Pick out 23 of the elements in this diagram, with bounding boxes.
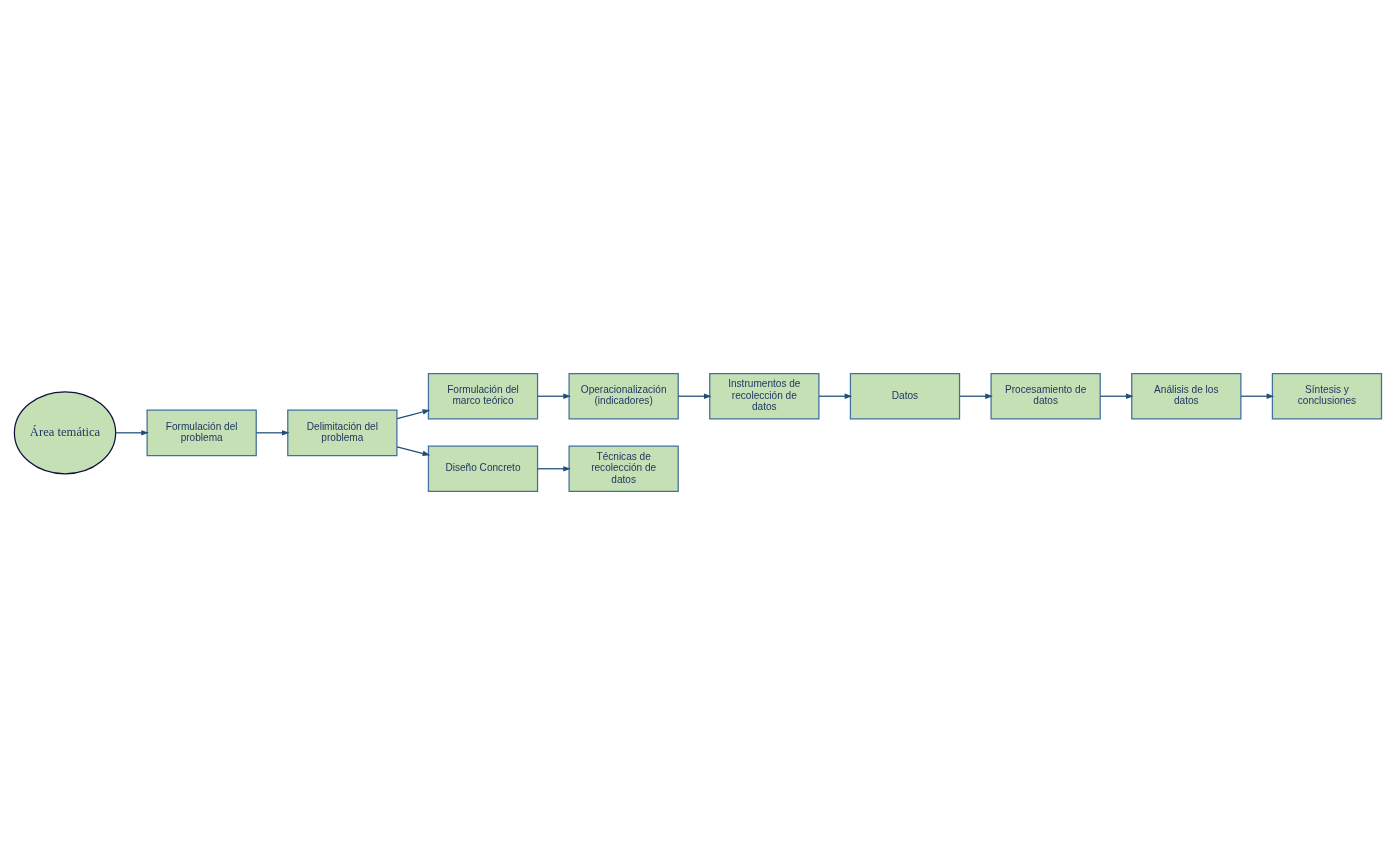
arrow: [536, 393, 571, 399]
arrow: [1099, 393, 1133, 399]
node-box: Técnicas de recolección de datos: [567, 445, 679, 493]
arrow: [1239, 393, 1274, 399]
node-box: Formulación del marco teórico: [427, 372, 538, 420]
arrow: [255, 430, 290, 436]
node-ellipse: Área temática: [13, 391, 116, 475]
node-box: Delimitación del problema: [286, 409, 397, 457]
arrow: [817, 393, 852, 399]
node-box: Diseño Concreto: [427, 445, 538, 493]
node-box: Operacionalización (indicadores): [567, 372, 679, 420]
node-box: Instrumentos de recolección de datos: [708, 372, 819, 420]
node-box: Análisis de los datos: [1130, 372, 1241, 420]
arrow: [536, 466, 571, 472]
arrow: [677, 393, 712, 399]
node-box: Síntesis y conclusiones: [1271, 372, 1382, 420]
arrow: [395, 409, 430, 420]
node-box: Formulación del problema: [146, 409, 257, 457]
node-box: Datos: [849, 372, 960, 420]
arrow: [114, 430, 149, 436]
arrow: [958, 393, 993, 399]
node-box: Procesamiento de datos: [989, 372, 1101, 420]
arrow: [395, 446, 430, 456]
